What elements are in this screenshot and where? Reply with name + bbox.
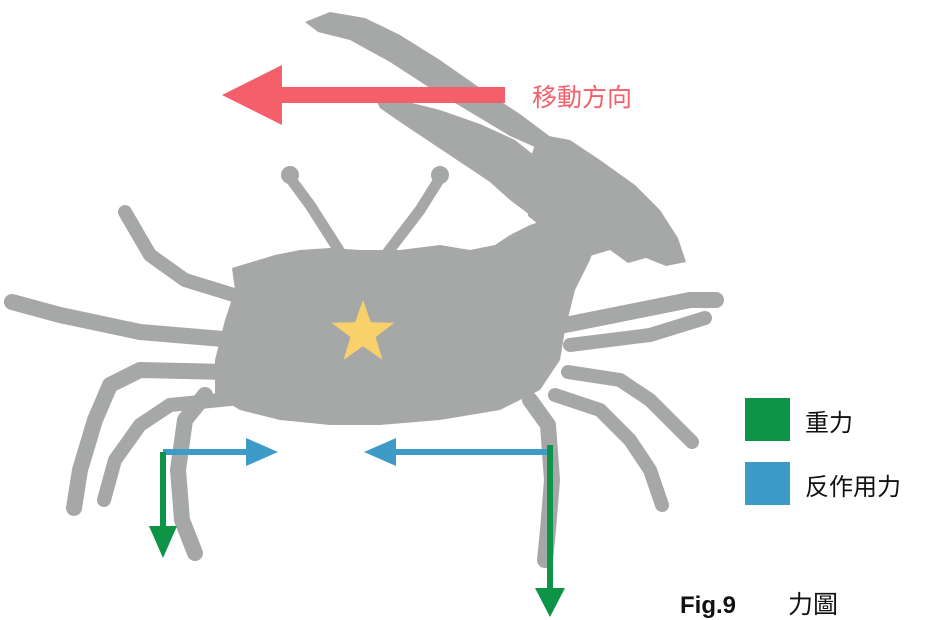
- motion-arrow-shaft: [278, 87, 505, 103]
- legend-swatch-reaction: [745, 462, 790, 505]
- reaction-arrow-right-shaft: [394, 449, 553, 455]
- reaction-arrow-left-head: [246, 438, 278, 466]
- reaction-arrow-right-icon: [364, 438, 553, 466]
- gravity-arrow-left-head: [149, 526, 177, 558]
- caption-figure-number: Fig.9: [680, 592, 736, 619]
- figure-caption: Fig.9 力圖: [680, 590, 838, 619]
- crab-leg-right-4: [555, 395, 662, 505]
- motion-arrow-left-icon: [222, 65, 505, 125]
- legend: 重力 反作用力: [745, 398, 901, 505]
- caption-title: 力圖: [788, 590, 838, 619]
- crab-leg-left-2: [12, 302, 235, 340]
- gravity-arrow-left-shaft: [160, 452, 166, 528]
- reaction-arrow-right-head: [364, 438, 396, 466]
- gravity-arrow-right-icon: [535, 445, 565, 617]
- legend-label-reaction: 反作用力: [805, 473, 901, 501]
- crab-body-shapes: [215, 12, 686, 425]
- crab-claw-lower-finger: [372, 92, 545, 215]
- gravity-arrow-right-shaft: [547, 445, 553, 591]
- legend-label-gravity: 重力: [805, 409, 853, 437]
- crab-eyestalk-right: [388, 178, 440, 252]
- motion-direction-label: 移動方向: [532, 83, 632, 112]
- crab-leg-left-front: [178, 395, 205, 553]
- gravity-arrow-right-head: [535, 588, 565, 617]
- legend-swatch-gravity: [745, 398, 790, 441]
- crab-eyestalk-left: [290, 178, 340, 252]
- crab-leg-left-1: [125, 212, 250, 300]
- motion-arrow-head: [222, 65, 282, 125]
- crab-carapace: [215, 215, 600, 425]
- reaction-arrow-left-shaft: [163, 449, 249, 455]
